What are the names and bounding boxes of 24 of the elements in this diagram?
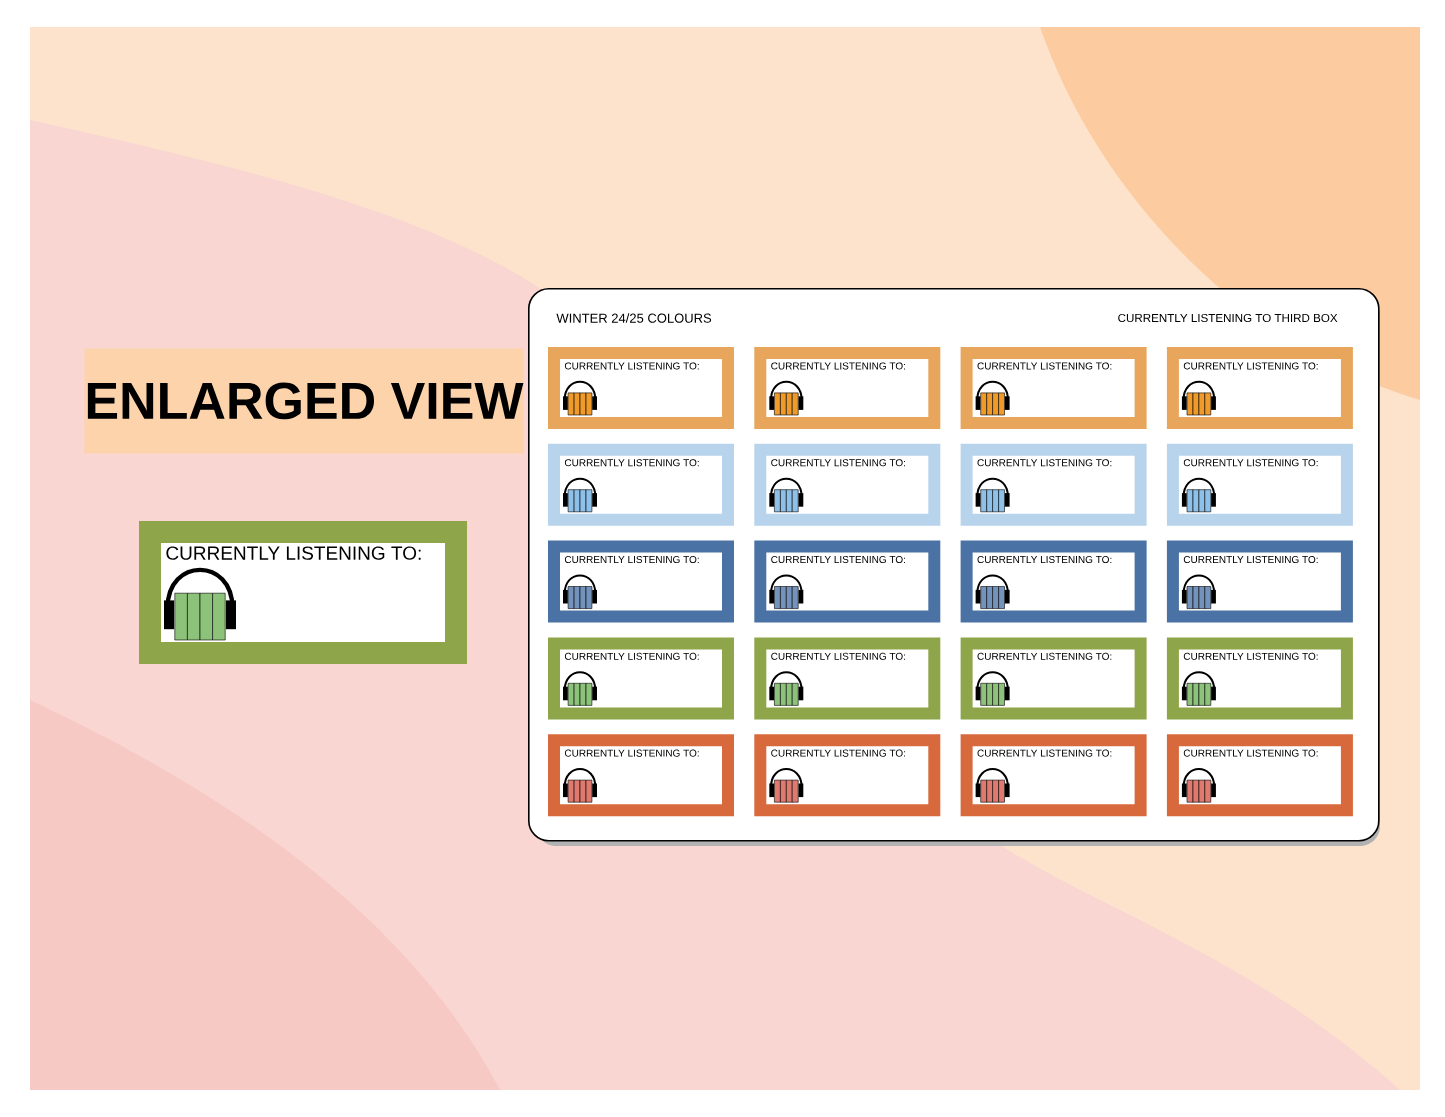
sticker-label: CURRENTLY LISTENING TO: — [960, 734, 1147, 817]
sheet-heading: CURRENTLY LISTENING TO THIRD BOX — [1118, 313, 1338, 323]
sticker-label: CURRENTLY LISTENING TO: — [1166, 347, 1353, 429]
sticker-label: CURRENTLY LISTENING TO: — [548, 637, 734, 720]
sticker-label: CURRENTLY LISTENING TO: — [548, 443, 734, 526]
sticker-label: CURRENTLY LISTENING TO: — [754, 443, 941, 526]
sticker-label: CURRENTLY LISTENING TO: — [1166, 540, 1353, 623]
sticker-label: CURRENTLY LISTENING TO: — [1166, 734, 1353, 817]
enlarged-sticker: CURRENTLY LISTENING TO: — [139, 521, 467, 664]
sticker-label: CURRENTLY LISTENING TO: — [1166, 637, 1353, 720]
sticker-label: CURRENTLY LISTENING TO: — [960, 443, 1147, 526]
sticker-label: CURRENTLY LISTENING TO: — [548, 540, 734, 623]
sticker-label: CURRENTLY LISTENING TO: — [960, 637, 1147, 720]
sticker-label: CURRENTLY LISTENING TO: — [754, 540, 941, 623]
title-band: ENLARGED VIEW — [84, 348, 524, 454]
sheet-heading: WINTER 24/25 COLOURS — [556, 313, 712, 323]
sticker-label: CURRENTLY LISTENING TO: — [754, 734, 941, 817]
sticker-label: CURRENTLY LISTENING TO: — [960, 347, 1147, 429]
sticker-label: CURRENTLY LISTENING TO: — [754, 637, 941, 720]
sticker-label: CURRENTLY LISTENING TO: — [754, 347, 941, 429]
sticker-label: CURRENTLY LISTENING TO: — [1166, 443, 1353, 526]
sticker-label: CURRENTLY LISTENING TO: — [960, 540, 1147, 623]
sticker-label: CURRENTLY LISTENING TO: — [548, 734, 734, 817]
sticker-label: CURRENTLY LISTENING TO: — [548, 347, 734, 429]
